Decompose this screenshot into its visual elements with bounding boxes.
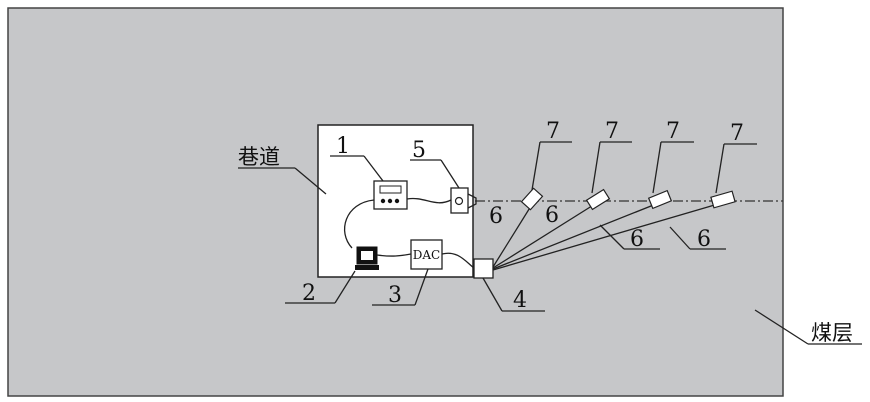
computer-terminal-icon — [355, 247, 379, 270]
recorder-device — [374, 181, 407, 209]
callout-5: 5 — [412, 138, 426, 163]
callout-7c: 7 — [666, 119, 680, 144]
callout-1: 1 — [336, 134, 350, 159]
callout-6d: 6 — [697, 227, 711, 252]
dac-label: DAC — [413, 248, 440, 262]
callout-6a: 6 — [489, 204, 503, 229]
callout-4: 4 — [513, 288, 527, 313]
callout-6c: 6 — [630, 227, 644, 252]
callout-7d: 7 — [730, 121, 744, 146]
callout-2: 2 — [302, 281, 316, 306]
callout-7a: 7 — [546, 119, 560, 144]
callout-3: 3 — [388, 283, 402, 308]
junction-box — [474, 259, 493, 278]
callout-7b: 7 — [605, 119, 619, 144]
dac-device: DAC — [411, 240, 442, 269]
roadway-label: 巷道 — [238, 145, 280, 169]
callout-6b: 6 — [545, 203, 559, 228]
coal-seam-label: 煤层 — [811, 321, 853, 345]
